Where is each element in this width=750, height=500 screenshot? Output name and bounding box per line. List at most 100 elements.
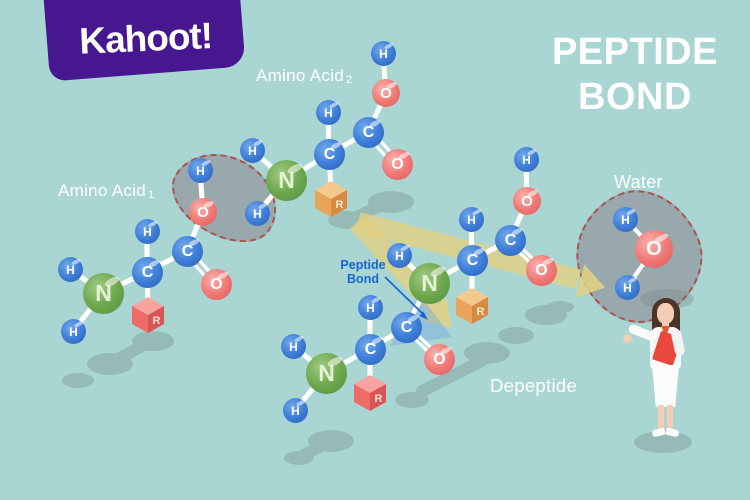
- shadow-ellipse: [132, 331, 174, 351]
- atom-label: R: [335, 198, 344, 211]
- atom-label: H: [324, 105, 333, 120]
- shadow-ellipse: [368, 191, 414, 213]
- atom-label: O: [646, 237, 662, 260]
- aa2-alpha-carbon-atom: C: [314, 139, 345, 170]
- dipeptide-hydrogen-atom: H: [283, 398, 308, 423]
- water-hydrogen-atom: H: [613, 207, 638, 232]
- scientist-skirt: [652, 365, 679, 407]
- cube-face: [354, 384, 370, 411]
- atom-label: C: [181, 242, 194, 260]
- page-title: PEPTIDE BOND: [520, 30, 750, 120]
- atom-label: C: [504, 231, 517, 249]
- cube-face: R: [148, 306, 164, 333]
- atom-label: H: [196, 163, 205, 178]
- atom-label: R: [476, 305, 485, 318]
- atom-label: C: [362, 123, 375, 141]
- atom-label: R: [152, 314, 161, 327]
- scientist-leg: [667, 405, 673, 432]
- shadow-ellipse: [546, 301, 574, 313]
- dipeptide-alpha-carbon-atom: C: [457, 245, 488, 276]
- dipeptide-oxygen-atom: O: [424, 344, 455, 375]
- atom-label: H: [366, 300, 375, 315]
- aa1-hydrogen-atom: H: [58, 257, 83, 282]
- atom-label: O: [535, 261, 548, 279]
- dipeptide-hydroxyl-hydrogen-atom: H: [514, 147, 539, 172]
- atom-label: N: [421, 270, 438, 296]
- aa1-r-group-cube: R: [132, 297, 164, 333]
- aa2-hydrogen-atom: H: [245, 201, 270, 226]
- aa2-hydroxyl-oxygen-atom: O: [372, 79, 400, 107]
- aa2-hydrogen-atom: H: [316, 100, 341, 125]
- scientist-shoe: [651, 427, 666, 438]
- title-line: PEPTIDE: [551, 31, 719, 73]
- atom-label: O: [210, 275, 223, 293]
- cube-face: [132, 306, 148, 333]
- water-label: Water: [614, 172, 663, 192]
- atom-label: N: [278, 167, 295, 193]
- label-text: Amino Acid: [58, 181, 147, 200]
- shadow-ellipse: [62, 373, 94, 388]
- kahoot-logo-text: Kahoot!: [78, 15, 213, 62]
- dipeptide-carbonyl-carbon-atom: C: [495, 225, 526, 256]
- atom-label: N: [318, 360, 335, 386]
- aa2-r-group-cube: R: [315, 181, 347, 217]
- atom-label: C: [364, 340, 377, 358]
- dipeptide-amide-hydrogen-atom: H: [387, 243, 412, 268]
- scientist-shoe: [665, 427, 680, 438]
- atom-label: O: [433, 350, 446, 368]
- dipeptide-r-group-cube: R: [354, 375, 386, 411]
- atom-label: H: [143, 224, 152, 239]
- label-text: Amino Acid: [256, 66, 345, 85]
- atom-label: H: [291, 403, 300, 418]
- aa2-nitrogen-atom: N: [266, 160, 307, 201]
- scientist-shadow: [634, 431, 692, 453]
- atom-label: H: [522, 152, 531, 167]
- aa1-carbonyl-carbon-atom: C: [172, 236, 203, 267]
- scientist-leg: [658, 405, 664, 432]
- shadow-ellipse: [498, 327, 534, 344]
- dipeptide-carbonyl-carbon-atom: C: [391, 312, 422, 343]
- dipeptide-r-group-cube: R: [456, 288, 488, 324]
- atom-label: H: [623, 280, 632, 295]
- atom-label: H: [253, 206, 262, 221]
- dipeptide-nitrogen-atom: N: [306, 353, 347, 394]
- dipeptide-alpha-carbon-atom: C: [355, 334, 386, 365]
- shadow-ellipse: [308, 430, 354, 452]
- water-oxygen-atom: O: [635, 230, 673, 268]
- dipeptide-hydroxyl-oxygen-atom: O: [513, 187, 541, 215]
- shadow-ellipse: [464, 342, 510, 364]
- atom-label: O: [197, 203, 209, 221]
- cube-face: R: [331, 190, 347, 217]
- cube-face: [315, 190, 331, 217]
- aa1-oxygen-atom: O: [201, 269, 232, 300]
- dipeptide-oxygen-atom: O: [526, 255, 557, 286]
- scientist-face: [657, 303, 674, 324]
- atom-label: R: [374, 392, 383, 405]
- atom-label: C: [466, 251, 479, 269]
- atom-label: H: [289, 339, 298, 354]
- atom-label: O: [380, 84, 392, 102]
- label-subscript: 1: [148, 189, 155, 201]
- aa2-oxygen-atom: O: [382, 149, 413, 180]
- atom-label: H: [379, 46, 388, 61]
- atom-label: H: [395, 248, 404, 263]
- water-hydrogen-atom: H: [615, 275, 640, 300]
- atom-label: H: [248, 143, 257, 158]
- atom-label: C: [323, 145, 336, 163]
- aa1-alpha-carbon-atom: C: [132, 257, 163, 288]
- peptide-bond-label: Peptide Bond: [326, 258, 400, 286]
- atom-label: H: [69, 324, 78, 339]
- aa2-hydroxyl-hydrogen-atom: H: [371, 41, 396, 66]
- dipeptide-label: Depeptide: [490, 375, 578, 396]
- dipeptide-amide-nitrogen-atom: N: [409, 263, 450, 304]
- dipeptide-hydrogen-atom: H: [281, 334, 306, 359]
- atom-label: O: [391, 155, 404, 173]
- atom-label: O: [521, 192, 533, 210]
- dipeptide-hydrogen-atom: H: [358, 295, 383, 320]
- scientist-illustration: [616, 295, 700, 447]
- atom-label: N: [95, 280, 112, 306]
- aa1-hydrogen-atom: H: [135, 219, 160, 244]
